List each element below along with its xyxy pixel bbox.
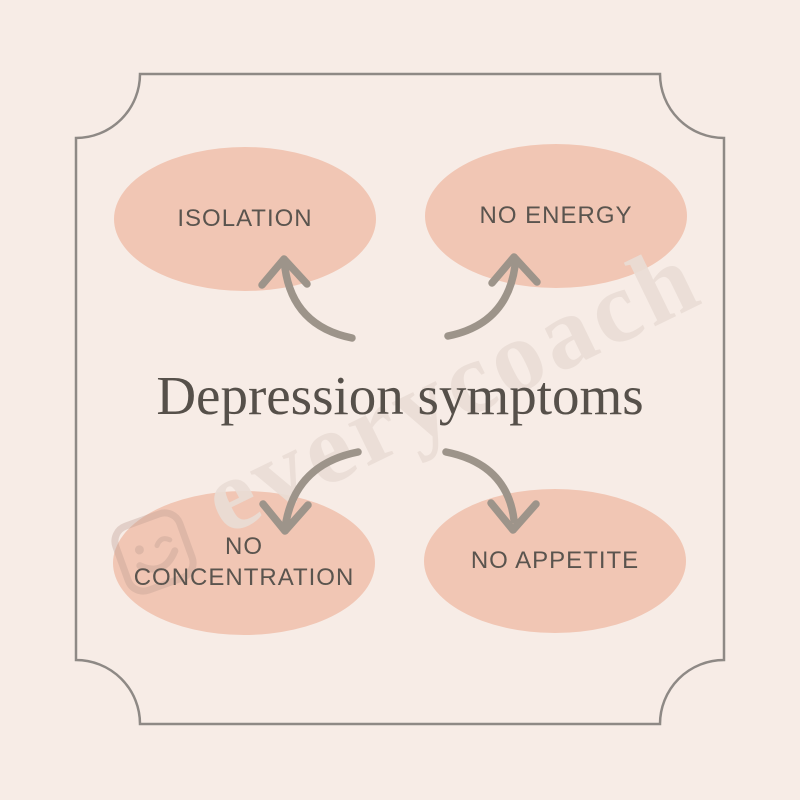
bubble-label-no-appetite: NO APPETITE: [424, 489, 686, 633]
bubble-label-isolation: ISOLATION: [114, 147, 376, 291]
arrow-to-no-energy: [444, 253, 541, 340]
bubble-label-no-energy: NO ENERGY: [425, 144, 687, 288]
bubble-label-no-concentration: NO CONCENTRATION: [113, 491, 375, 635]
arrow-to-isolation: [258, 255, 356, 342]
bubble-label-text: NO ENERGY: [479, 201, 633, 229]
bubble-label-text: ISOLATION: [177, 204, 313, 232]
bubble-no-appetite: [424, 489, 686, 633]
poster-title: Depression symptoms: [156, 365, 644, 426]
bubble-no-concentration: [113, 491, 375, 635]
poster-frame: [74, 72, 726, 726]
arrow-to-no-appetite: [442, 448, 540, 534]
arrow-to-no-concentration: [259, 448, 362, 535]
bubble-no-energy: [425, 144, 687, 288]
bubble-isolation: [114, 147, 376, 291]
bubble-label-text: NO CONCENTRATION: [133, 533, 355, 591]
bubble-label-text: NO APPETITE: [470, 546, 640, 574]
